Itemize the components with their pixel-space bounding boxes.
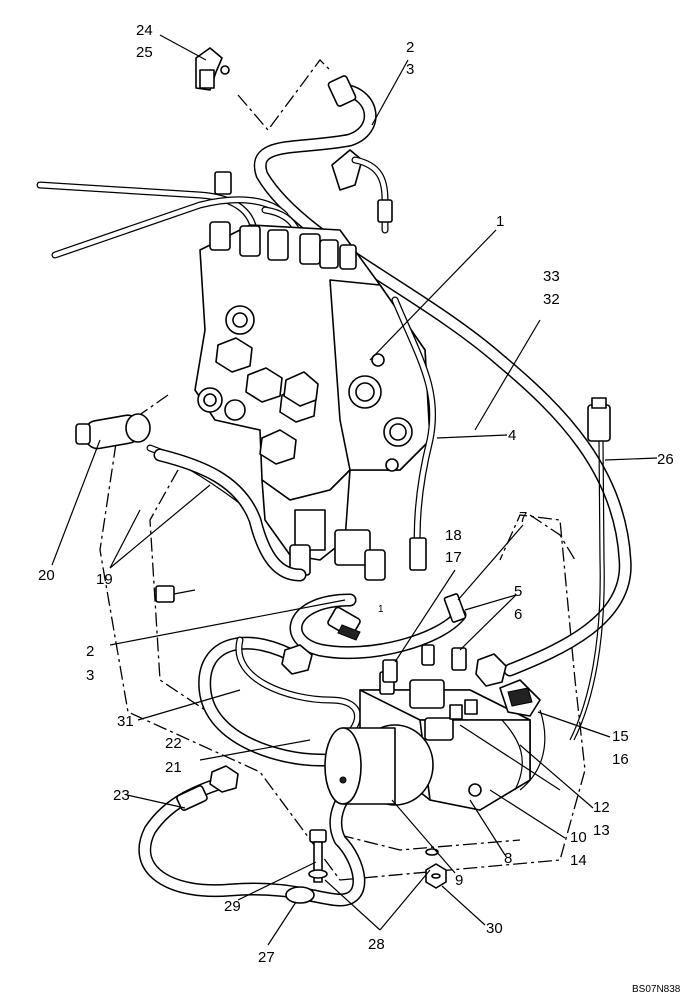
callout-18: 18: [445, 527, 462, 544]
callout-labels: 24 25 2 3 1 33 32 4 26 20 19 7 18 17 5 6…: [38, 22, 674, 966]
leader-lines: [51, 34, 658, 946]
callout-20: 20: [38, 567, 55, 584]
callout-22: 22: [165, 735, 182, 752]
callout-27: 27: [258, 949, 275, 966]
callout-3-mid: 3: [86, 667, 94, 684]
callout-29: 29: [224, 898, 241, 915]
callout-23: 23: [113, 787, 130, 804]
harness-wires: [459, 709, 561, 791]
nut-30: [425, 848, 447, 889]
callout-13: 13: [593, 822, 610, 839]
hose-loop-middle: [289, 593, 467, 660]
callout-33: 33: [543, 268, 560, 285]
callout-5: 5: [514, 583, 522, 600]
connector-26: [569, 397, 611, 741]
callout-25: 25: [136, 44, 153, 61]
callout-9: 9: [455, 872, 463, 889]
callout-4: 4: [508, 427, 516, 444]
callout-32: 32: [543, 291, 560, 308]
inline-ref-1: 1: [378, 604, 384, 615]
callout-7: 7: [519, 509, 527, 526]
callout-15: 15: [612, 728, 629, 745]
callout-8: 8: [504, 850, 512, 867]
elbow-fitting-24-25: [195, 47, 230, 91]
hose-23-27: [138, 765, 366, 907]
callout-28: 28: [368, 936, 385, 953]
small-plug-left: [155, 585, 196, 603]
callout-17: 17: [445, 549, 462, 566]
callout-2-top: 2: [406, 39, 414, 56]
mounting-plate-outline: [99, 59, 586, 881]
callout-19: 19: [96, 571, 113, 588]
callout-3-top: 3: [406, 61, 414, 78]
callout-16: 16: [612, 751, 629, 768]
bolt-29: [308, 829, 328, 883]
control-valve-body: [194, 171, 431, 581]
callout-1: 1: [496, 213, 504, 230]
callout-24: 24: [136, 22, 153, 39]
hose-4: [391, 296, 437, 571]
callout-26: 26: [657, 451, 674, 468]
callout-2-mid: 2: [86, 643, 94, 660]
drawing-number: BS07N838: [632, 984, 681, 995]
fittings-right-cluster: [382, 593, 541, 717]
elbow-fitting-top: [327, 75, 393, 234]
callout-14: 14: [570, 852, 587, 869]
callout-12: 12: [593, 799, 610, 816]
hose-19: [153, 448, 307, 582]
callout-10: 10: [570, 829, 587, 846]
accumulator-9: [324, 724, 434, 806]
callout-30: 30: [486, 920, 503, 937]
hose-33-32: [253, 83, 632, 677]
callout-6: 6: [514, 606, 522, 623]
callout-21: 21: [165, 759, 182, 776]
callout-31: 31: [117, 713, 134, 730]
hose-22-21: [235, 636, 361, 744]
